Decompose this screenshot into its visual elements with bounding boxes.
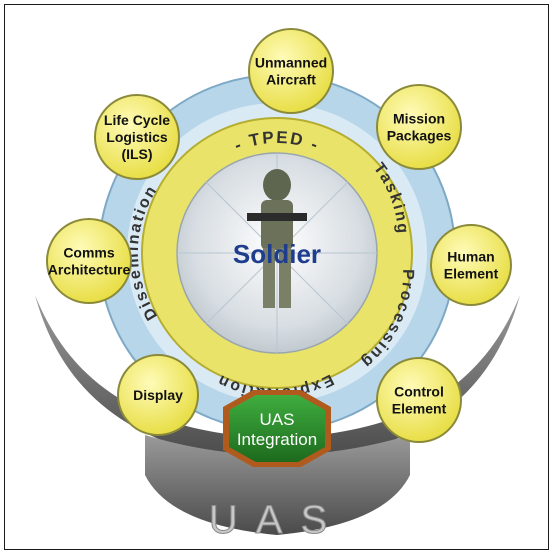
center-label: Soldier	[233, 239, 321, 269]
node-label: Architecture	[48, 262, 131, 278]
node-circle	[94, 94, 180, 180]
uas-integration-hub: UAS Integration	[223, 390, 331, 467]
node-label: Mission	[393, 111, 445, 127]
node-circle	[248, 28, 334, 114]
node-label: Comms	[63, 245, 115, 261]
component-nodes: UnmannedAircraftMissionPackagesHumanElem…	[46, 28, 512, 443]
node-label: Logistics	[106, 129, 168, 145]
node-circle	[117, 354, 199, 436]
node-circle	[46, 218, 132, 304]
diagram-frame: UAS Soldier - TPED - Tasking Processing …	[4, 4, 549, 550]
node-label: (ILS)	[121, 146, 152, 162]
node-label: Human	[447, 249, 494, 265]
node-circle	[376, 357, 462, 443]
node-label: Life Cycle	[104, 112, 170, 128]
node-label: Unmanned	[255, 55, 327, 71]
base-label: UAS	[209, 498, 345, 542]
soldier-figure	[247, 169, 307, 308]
node-display: Display	[117, 354, 199, 436]
hub-label-line-1: UAS	[260, 410, 295, 429]
node-label: Element	[444, 266, 499, 282]
node-label: Packages	[387, 128, 452, 144]
node-circle	[376, 84, 462, 170]
node-circle	[430, 224, 512, 306]
node-label: Control	[394, 384, 444, 400]
uas-diagram: UAS Soldier - TPED - Tasking Processing …	[35, 28, 520, 543]
hub-label-line-2: Integration	[237, 430, 317, 449]
node-label: Display	[133, 387, 183, 403]
base-shield	[145, 435, 410, 535]
node-label: Aircraft	[266, 72, 316, 88]
node-label: Element	[392, 401, 447, 417]
